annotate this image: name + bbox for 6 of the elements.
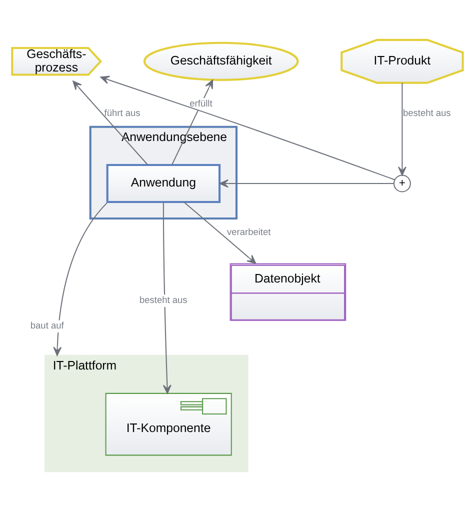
edge-label: besteht aus xyxy=(139,295,188,306)
edge-label: baut auf xyxy=(30,320,64,331)
edge-label: erfüllt xyxy=(190,98,212,109)
edge-label: führt aus xyxy=(104,108,140,118)
edge-label: verarbeitet xyxy=(227,227,271,238)
edge-label: besteht aus xyxy=(402,108,451,118)
